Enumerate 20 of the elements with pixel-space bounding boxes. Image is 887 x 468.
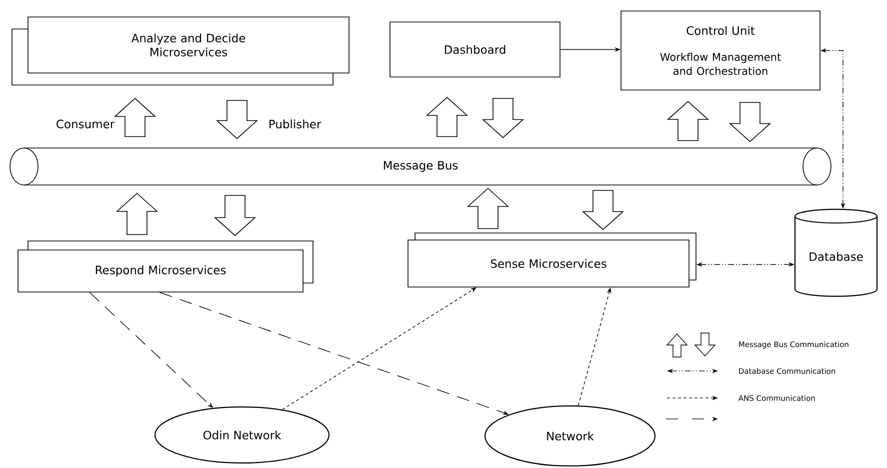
block-arrow [482, 98, 524, 138]
control-unit-box: Control Unit Workflow Management and Orchestration [620, 10, 820, 90]
message-bus-cylinder: Message Bus [10, 148, 832, 186]
block-arrow [728, 102, 772, 142]
block-arrow [114, 98, 156, 137]
service-box: Sense Microservices [408, 232, 696, 288]
block-arrow [466, 188, 510, 229]
block-arrow [216, 100, 258, 140]
service-box: Respond Microservices [18, 240, 314, 292]
block-arrow [582, 190, 624, 230]
node-label: Message Bus [384, 161, 458, 172]
edge-label: Publisher [270, 120, 322, 128]
block-arrow [116, 192, 158, 235]
block-arrow [214, 194, 256, 236]
block-arrow [426, 96, 468, 137]
block-arrow [666, 100, 710, 141]
edge-label: Consumer [56, 120, 115, 128]
dashboard-box: Dashboard [390, 22, 560, 78]
service-box: Analyze and Decide Microservices [12, 16, 350, 86]
database-cylinder: Database [794, 208, 878, 297]
